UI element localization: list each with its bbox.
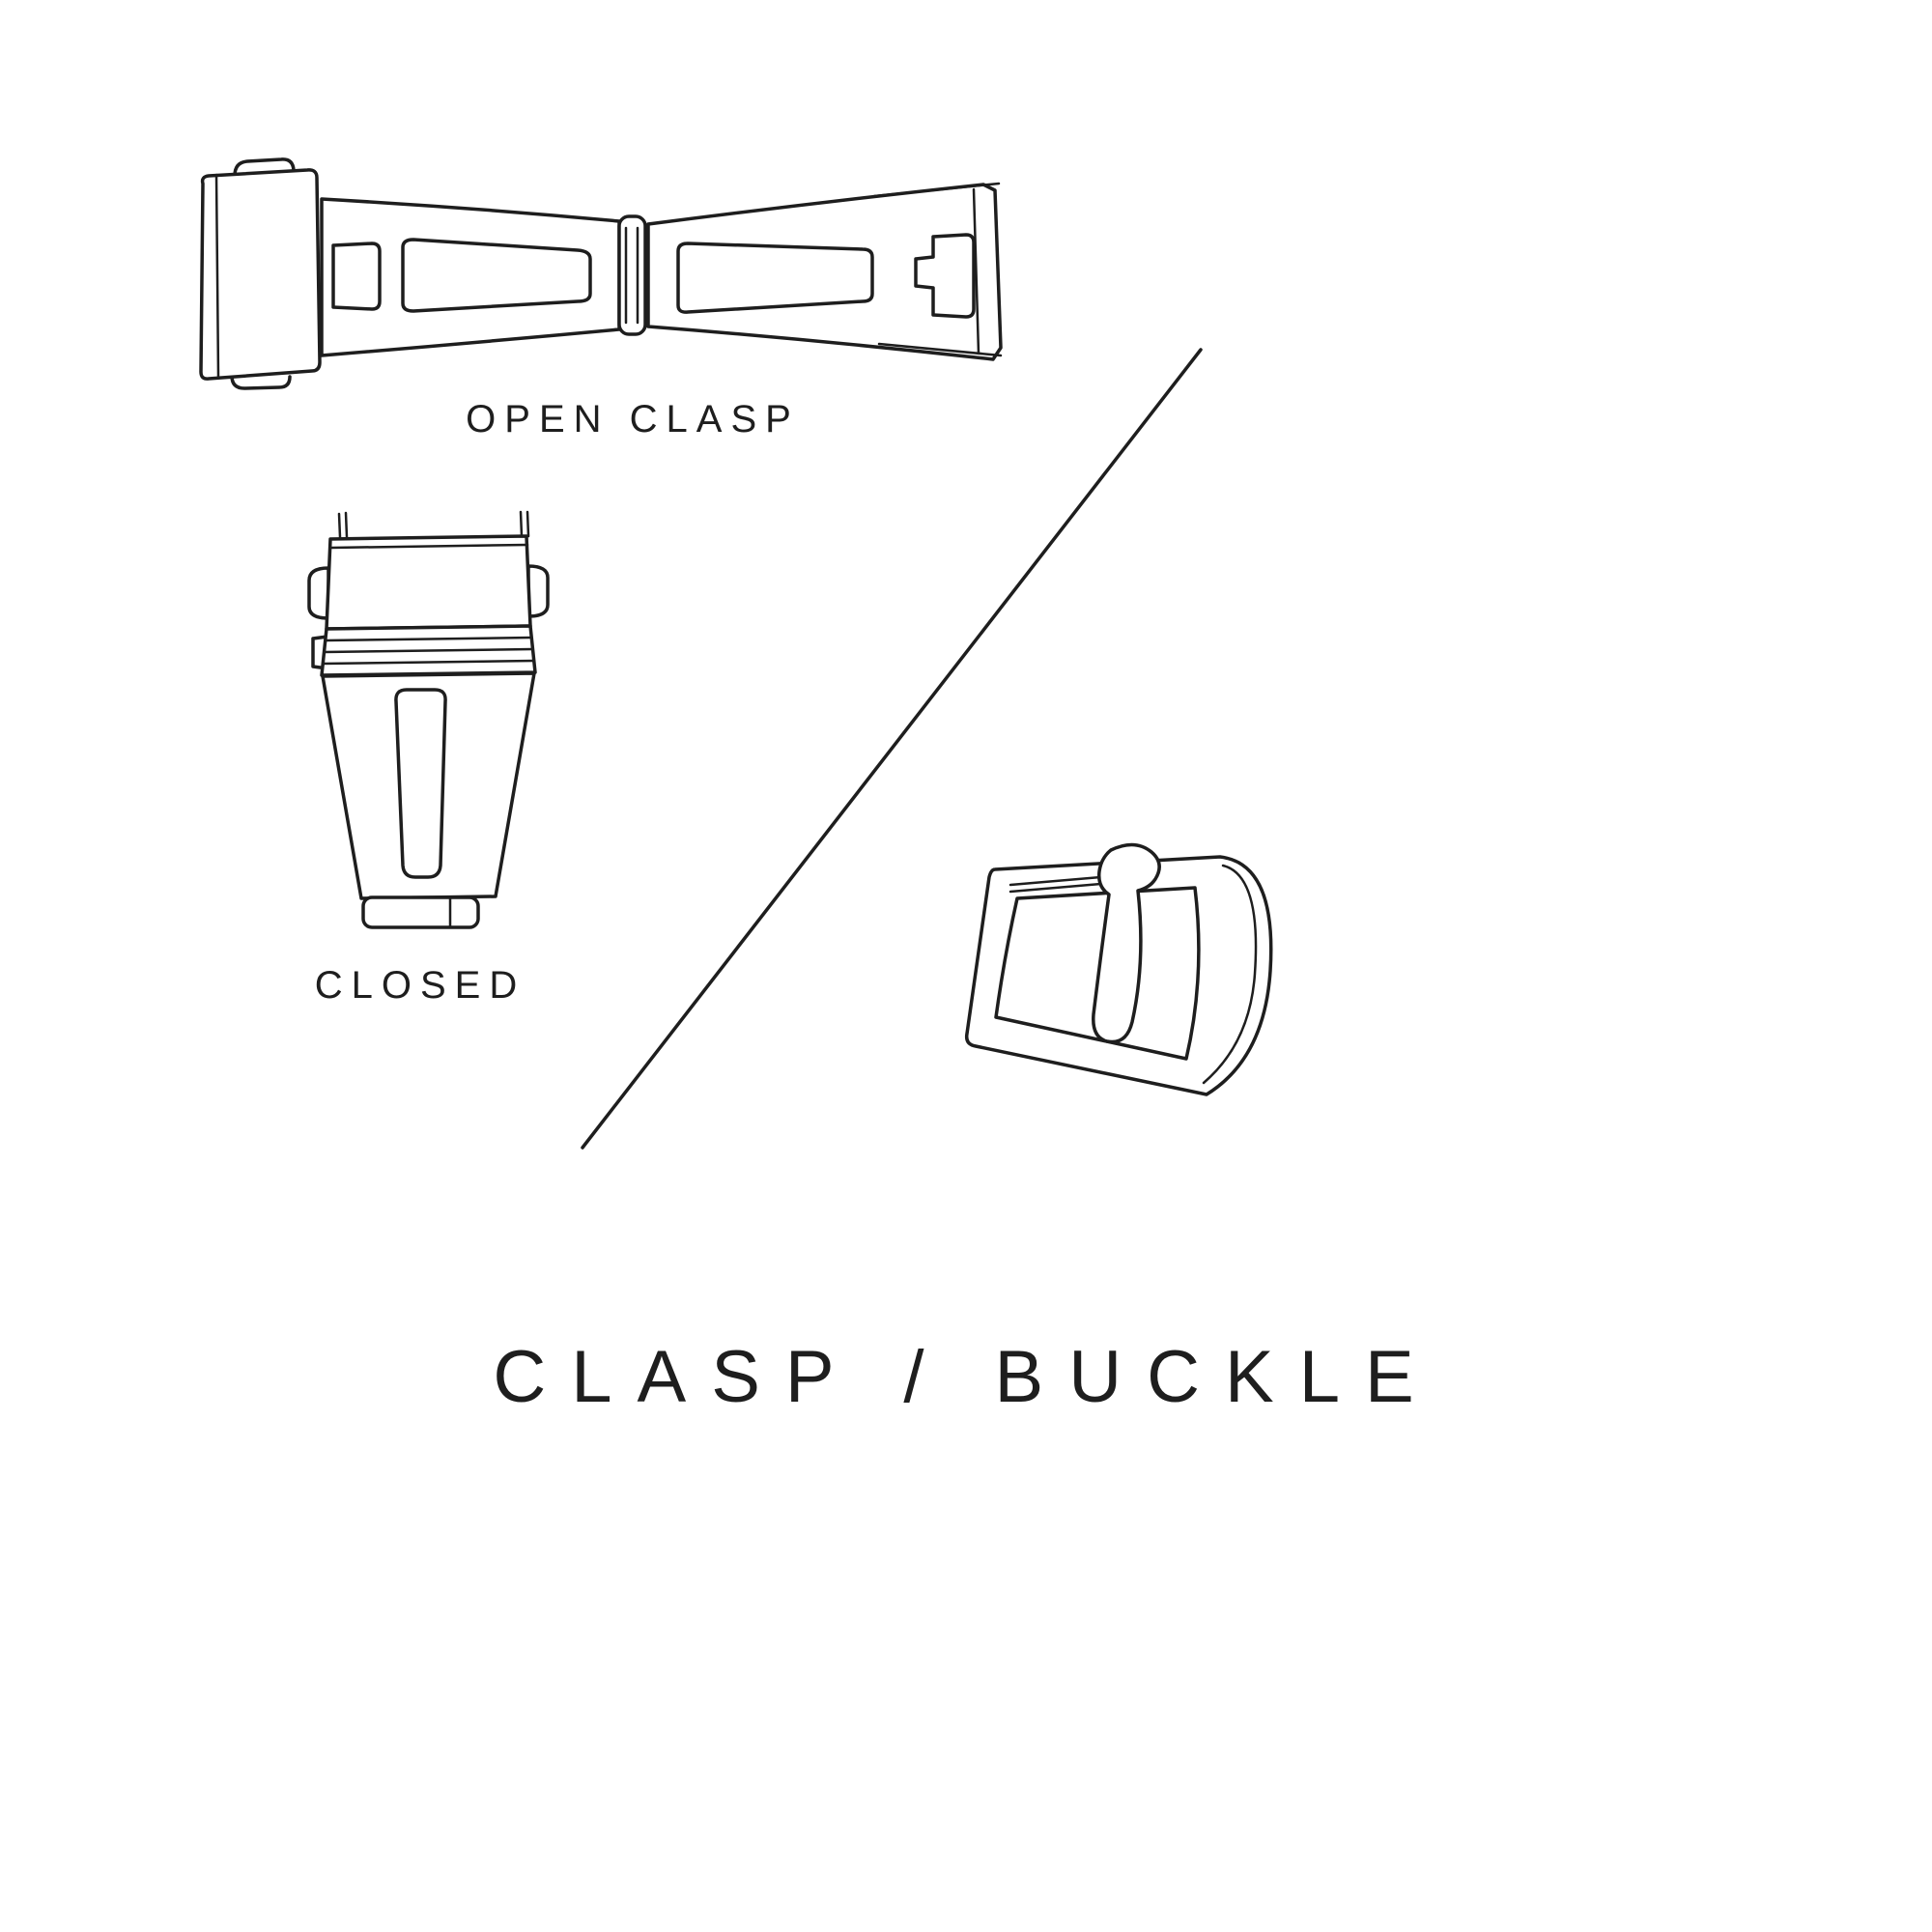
divider-line — [581, 348, 1203, 1150]
open-clasp-label: OPEN CLASP — [466, 398, 800, 440]
pin-buckle-illustration — [964, 842, 1273, 1096]
closed-clasp-label: CLOSED — [314, 964, 526, 1007]
page-title: CLASP / BUCKLE — [493, 1336, 1439, 1418]
open-clasp-illustration — [199, 157, 1003, 390]
closed-clasp-illustration — [307, 510, 550, 929]
